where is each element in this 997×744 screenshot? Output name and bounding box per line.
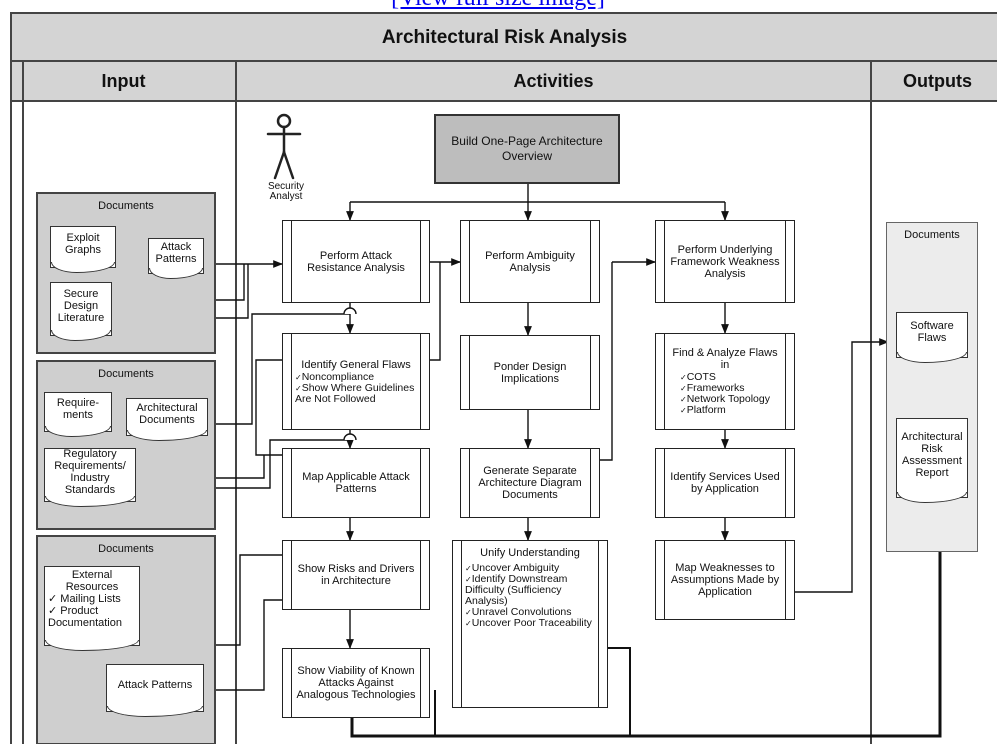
box-label: Show Viability of Known Attacks Against … bbox=[296, 665, 416, 701]
process-bar bbox=[469, 336, 470, 409]
check-item: Uncover Poor Traceability bbox=[465, 618, 595, 629]
process-bar bbox=[785, 334, 786, 429]
generate-diagrams-box: Generate Separate Architecture Diagram D… bbox=[460, 448, 600, 518]
box-label: Find & Analyze Flaws in bbox=[672, 347, 778, 371]
process-bar bbox=[420, 221, 421, 302]
check-item: Frameworks bbox=[680, 383, 770, 394]
process-bar bbox=[785, 221, 786, 302]
doc-external-resources: External Resources ✓ Mailing Lists ✓ Pro… bbox=[44, 566, 140, 651]
group-title: Documents bbox=[98, 200, 154, 212]
doc-exploit-graphs: Exploit Graphs bbox=[50, 226, 116, 273]
group-title: Documents bbox=[904, 229, 960, 241]
check-list: Noncompliance Show Where Guidelines Are … bbox=[295, 371, 417, 405]
box-label: Map Applicable Attack Patterns bbox=[302, 471, 410, 495]
box-label: Generate Separate Architecture Diagram D… bbox=[478, 465, 582, 501]
process-bar bbox=[664, 541, 665, 619]
box-label: Ponder Design Implications bbox=[493, 360, 567, 385]
actor-label-line-1: Security bbox=[267, 181, 305, 192]
security-analyst-icon bbox=[266, 113, 302, 180]
title-band: Architectural Risk Analysis bbox=[10, 12, 997, 62]
show-viability-box: Show Viability of Known Attacks Against … bbox=[282, 648, 430, 718]
external-item: ✓ Mailing Lists bbox=[48, 593, 121, 605]
column-header-input: Input bbox=[10, 60, 237, 102]
perform-attack-resistance-box: Perform Attack Resistance Analysis bbox=[282, 220, 430, 303]
view-full-size-link[interactable]: [View full size image] bbox=[338, 0, 658, 10]
column-header-activities: Activities bbox=[235, 60, 872, 102]
check-item: Show Where Guidelines Are Not Followed bbox=[295, 382, 417, 405]
check-item: Identify Downstream Difficulty (Sufficie… bbox=[465, 574, 595, 607]
doc-software-flaws: Software Flaws bbox=[896, 312, 968, 363]
box-label: Perform Ambiguity Analysis bbox=[485, 249, 575, 274]
check-item: Noncompliance bbox=[295, 371, 417, 383]
process-bar bbox=[598, 541, 599, 707]
check-item: Unravel Convolutions bbox=[465, 607, 595, 618]
group-title: Documents bbox=[98, 543, 154, 555]
box-label: Map Weaknesses to Assumptions Made by Ap… bbox=[670, 562, 780, 598]
process-bar bbox=[461, 541, 462, 707]
map-attack-patterns-box: Map Applicable Attack Patterns bbox=[282, 448, 430, 518]
box-label: Unify Understanding bbox=[480, 547, 580, 559]
map-weaknesses-box: Map Weaknesses to Assumptions Made by Ap… bbox=[655, 540, 795, 620]
box-label: Show Risks and Drivers in Architecture bbox=[297, 563, 415, 587]
group-title: Documents bbox=[98, 368, 154, 380]
diagram-title: Architectural Risk Analysis bbox=[381, 27, 628, 48]
process-bar bbox=[420, 334, 421, 429]
unify-understanding-box: Unify Understanding Uncover Ambiguity Id… bbox=[452, 540, 608, 708]
box-label: Perform Underlying Framework Weakness An… bbox=[670, 243, 780, 280]
process-bar bbox=[291, 334, 292, 429]
external-resources-title: External Resources bbox=[65, 569, 119, 593]
box-label: Identify General Flaws bbox=[301, 358, 411, 371]
check-item: Uncover Ambiguity bbox=[465, 563, 595, 574]
process-bar bbox=[420, 541, 421, 609]
doc-attack-patterns: Attack Patterns bbox=[148, 238, 204, 279]
process-bar bbox=[291, 449, 292, 517]
box-label: Perform Attack Resistance Analysis bbox=[307, 249, 405, 274]
find-analyze-flaws-box: Find & Analyze Flaws in COTS Frameworks … bbox=[655, 333, 795, 430]
activities-lane bbox=[235, 100, 872, 744]
doc-architectural-documents: Architectural Documents bbox=[126, 398, 208, 441]
process-bar bbox=[469, 449, 470, 517]
process-bar bbox=[469, 221, 470, 302]
identify-general-flaws-box: Identify General Flaws Noncompliance Sho… bbox=[282, 333, 430, 430]
check-list: Uncover Ambiguity Identify Downstream Di… bbox=[465, 563, 595, 629]
check-item: Network Topology bbox=[680, 394, 770, 405]
doc-risk-assessment-report: Architectural Risk Assessment Report bbox=[896, 418, 968, 503]
actor-label-line-2: Analyst bbox=[269, 191, 303, 202]
box-label: Identify Services Used by Application bbox=[670, 471, 780, 495]
doc-attack-patterns-2: Attack Patterns bbox=[106, 664, 204, 717]
process-bar bbox=[785, 541, 786, 619]
actor-label: Security Analyst bbox=[258, 182, 314, 202]
check-item: COTS bbox=[680, 372, 770, 383]
process-bar bbox=[664, 221, 665, 302]
check-list: COTS Frameworks Network Topology Platfor… bbox=[680, 372, 770, 416]
perform-framework-box: Perform Underlying Framework Weakness An… bbox=[655, 220, 795, 303]
process-bar bbox=[664, 449, 665, 517]
external-item: ✓ Product Documentation bbox=[48, 605, 122, 629]
lane-divider bbox=[22, 60, 24, 744]
external-item-label: Mailing Lists bbox=[60, 593, 121, 605]
show-risks-box: Show Risks and Drivers in Architecture bbox=[282, 540, 430, 610]
process-bar bbox=[664, 334, 665, 429]
identify-services-box: Identify Services Used by Application bbox=[655, 448, 795, 518]
process-bar bbox=[291, 541, 292, 609]
process-bar bbox=[420, 449, 421, 517]
check-item: Platform bbox=[680, 405, 770, 416]
perform-ambiguity-box: Perform Ambiguity Analysis bbox=[460, 220, 600, 303]
column-header-outputs: Outputs bbox=[870, 60, 997, 102]
process-bar bbox=[291, 221, 292, 302]
process-bar bbox=[590, 336, 591, 409]
doc-secure-design-literature: Secure Design Literature bbox=[50, 282, 112, 341]
process-bar bbox=[420, 649, 421, 717]
process-bar bbox=[785, 449, 786, 517]
build-overview-box: Build One-Page Architecture Overview bbox=[434, 114, 620, 184]
process-bar bbox=[590, 449, 591, 517]
ponder-design-box: Ponder Design Implications bbox=[460, 335, 600, 410]
process-bar bbox=[590, 221, 591, 302]
doc-regulatory-requirements: Regulatory Requirements/ Industry Standa… bbox=[44, 448, 136, 507]
process-bar bbox=[291, 649, 292, 717]
external-item-label: Product Documentation bbox=[48, 605, 122, 629]
doc-requirements: Require-ments bbox=[44, 392, 112, 437]
